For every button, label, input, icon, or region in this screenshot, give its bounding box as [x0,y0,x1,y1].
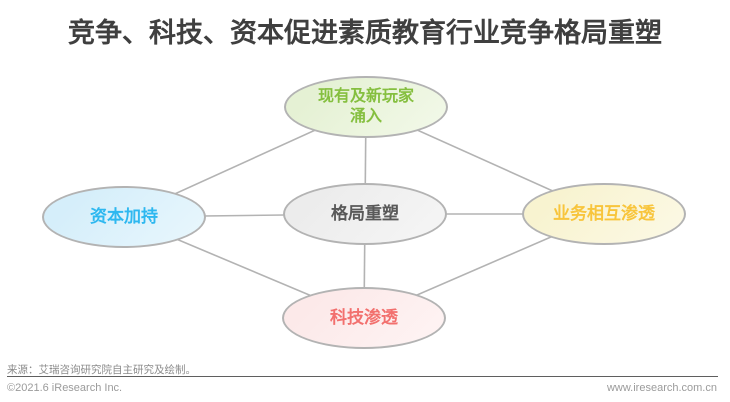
source-note: 来源：艾瑞咨询研究院自主研究及绘制。 [7,364,196,376]
node-landscape-reshape-label: 格局重塑 [331,204,399,224]
node-new-players-label: 现有及新玩家 涌入 [317,88,414,125]
node-capital-support-label: 资本加持 [90,207,158,227]
copyright-text: ©2021.6 iResearch Inc. [7,382,123,394]
node-tech-penetration: 科技渗透 [282,287,446,349]
footer-divider [7,376,718,377]
node-business-penetration: 业务相互渗透 [522,183,686,245]
node-landscape-reshape: 格局重塑 [283,183,447,245]
node-capital-support: 资本加持 [42,186,206,248]
page-title: 竞争、科技、资本促进素质教育行业竞争格局重塑 [68,18,662,48]
node-business-penetration-label: 业务相互渗透 [553,204,655,224]
node-new-players: 现有及新玩家 涌入 [284,76,448,138]
node-tech-penetration-label: 科技渗透 [330,308,398,328]
website-link[interactable]: www.iresearch.com.cn [606,382,717,394]
